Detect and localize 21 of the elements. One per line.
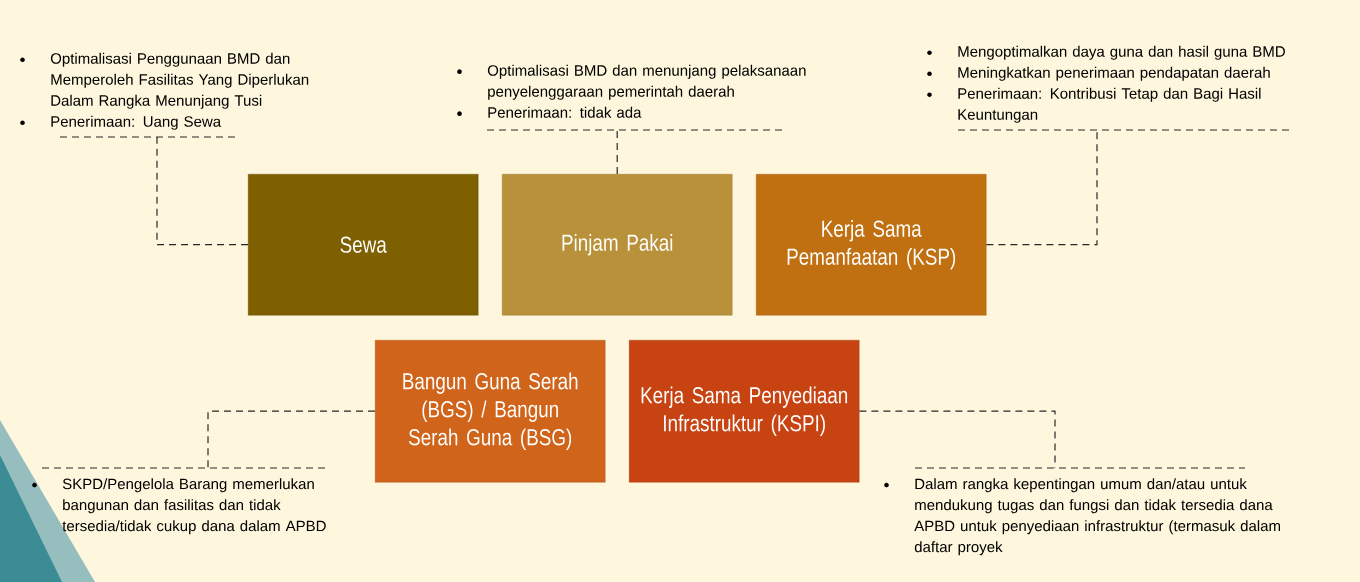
node-label: Meningkatkan penerimaan pendapatan daerah	[958, 66, 1270, 81]
bullet-list: SKPD/Pengelola Barang memerlukan bangunan dan fasilitas dan tidak tersedia/tidak cukup dana dalam APBD	[32, 478, 326, 535]
bullet-list: Dalam rangka kepentingan umum dan/atau untuk mendukung tugas dan fungsi dan tidak tersedia dana APBD untuk penyediaan infrastruktur (termasuk dalam daftar proyek	[884, 478, 1280, 556]
bullet-list: Mengoptimalkan daya guna dan hasil guna BMD Meningkatkan penerimaan pendapatan daerah Penerimaan: Kontribusi Tetap dan Bagi Hasil Keuntungan	[927, 45, 1285, 123]
bullet-list: Optimalisasi BMD dan menunjang pelaksanaan penyelenggaraan pemerintah daerah Penerimaan: tidak ada	[457, 64, 806, 118]
leader-line	[858, 410, 1056, 469]
leader-line	[616, 129, 618, 175]
node-label: Penerimaan: tidak ada	[488, 106, 642, 118]
process-box: Sewa	[248, 174, 479, 316]
process-box: Pinjam Pakai	[502, 174, 733, 316]
node-label: Optimalisasi BMD dan menunjang pelaksanaan penyelenggaraan pemerintah daerah	[487, 64, 806, 100]
node-label: Penerimaan: Uang Sewa	[51, 115, 222, 130]
bullet-list: Optimalisasi Penggunaan BMD dan Memperoleh Fasilitas Yang Diperlukan Dalam Rangka Menunjang Tusi Penerimaan: Uang Sewa	[20, 52, 309, 130]
process-box: Bangun Guna Serah (BGS) / Bangun Serah Guna (BSG)	[375, 340, 606, 483]
node-label: Penerimaan: Kontribusi Tetap dan Bagi Hasil Keuntungan	[958, 87, 1261, 123]
node-label: Optimalisasi Penggunaan BMD dan Memperoleh Fasilitas Yang Diperlukan Dalam Rangka Menunjang Tusi	[50, 52, 309, 109]
leader-line	[207, 410, 376, 469]
node-label: Mengoptimalkan daya guna dan hasil guna BMD	[958, 45, 1285, 60]
process-box: Kerja Sama Pemanfaatan (KSP)	[756, 174, 987, 316]
process-box: Kerja Sama Penyediaan Infrastruktur (KSPI)	[629, 340, 860, 483]
leader-line	[156, 136, 249, 246]
